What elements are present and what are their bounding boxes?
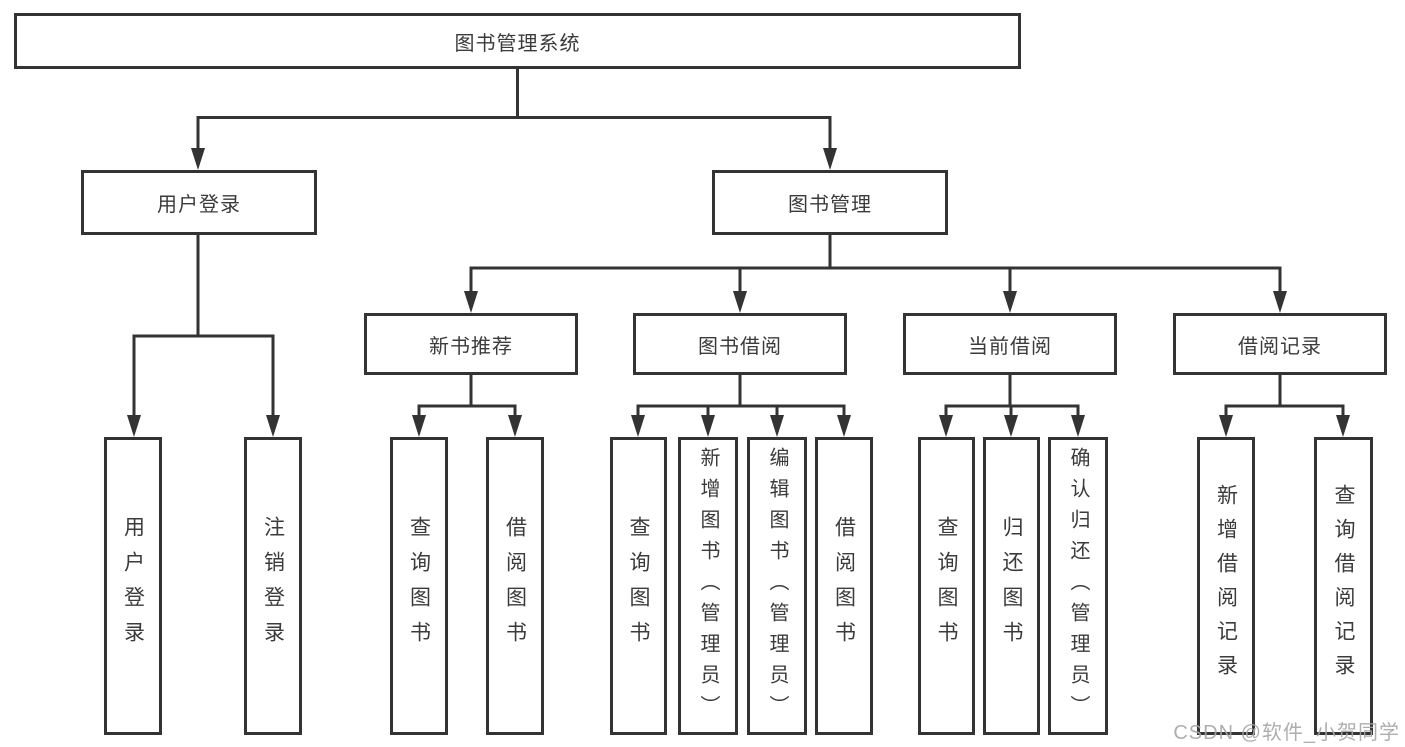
connector-book-borrow-to-leaves <box>636 375 846 417</box>
leaf-borrow-books-1: 借阅图书 <box>486 437 544 735</box>
arrowhead <box>823 148 837 170</box>
leaf-confirm-return-admin: 确认归还（管理员） <box>1048 437 1108 735</box>
leaf-add-books-admin-label: 新增图书（管理员） <box>697 446 719 726</box>
leaf-query-books-3-label: 查询图书 <box>935 516 958 656</box>
arrowhead <box>939 415 953 437</box>
node-book-management: 图书管理 <box>712 170 948 235</box>
node-borrowing-records-label: 借阅记录 <box>1238 335 1322 358</box>
watermark: CSDN @软件_小贺同学 <box>1173 722 1400 744</box>
arrowhead <box>191 148 205 170</box>
arrowhead <box>631 415 645 437</box>
arrowhead <box>1219 415 1233 437</box>
node-book-management-label: 图书管理 <box>788 194 872 216</box>
leaf-logout-label: 注销登录 <box>261 516 285 656</box>
arrowhead <box>266 415 280 437</box>
node-root: 图书管理系统 <box>14 13 1021 69</box>
connector-book-mgmt-to-level3 <box>469 235 1282 293</box>
leaf-query-books-1: 查询图书 <box>390 437 448 735</box>
node-borrowing-records: 借阅记录 <box>1173 313 1387 375</box>
node-current-borrowing-label: 当前借阅 <box>968 335 1052 358</box>
leaf-user-login: 用户登录 <box>104 437 162 735</box>
arrowhead <box>1071 415 1085 437</box>
leaf-return-books-label: 归还图书 <box>1000 516 1023 656</box>
leaf-add-borrow-record: 新增借阅记录 <box>1197 437 1255 735</box>
leaf-borrow-books-1-label: 借阅图书 <box>503 516 527 656</box>
arrowhead <box>127 415 141 437</box>
arrowhead <box>412 415 426 437</box>
node-book-borrowing: 图书借阅 <box>633 313 847 375</box>
connector-records-to-leaves <box>1224 375 1345 417</box>
leaf-query-borrow-record: 查询借阅记录 <box>1314 437 1373 735</box>
arrowhead <box>1004 415 1018 437</box>
leaf-query-books-3: 查询图书 <box>918 437 975 735</box>
leaf-add-books-admin: 新增图书（管理员） <box>678 437 738 735</box>
arrowhead <box>508 415 522 437</box>
connector-user-login-to-leaves <box>132 235 275 417</box>
connector-root-to-level2 <box>196 69 832 150</box>
node-user-login-label: 用户登录 <box>157 194 241 216</box>
leaf-user-login-label: 用户登录 <box>121 516 145 656</box>
connector-new-books-to-leaves <box>417 375 517 417</box>
leaf-borrow-books-2: 借阅图书 <box>815 437 873 735</box>
arrowhead <box>1003 291 1017 313</box>
leaf-query-books-2: 查询图书 <box>610 437 667 735</box>
leaf-logout: 注销登录 <box>244 437 302 735</box>
leaf-add-borrow-record-label: 新增借阅记录 <box>1214 484 1238 688</box>
leaf-query-books-2-label: 查询图书 <box>627 516 650 656</box>
arrowhead <box>464 291 478 313</box>
node-root-label: 图书管理系统 <box>454 32 581 55</box>
node-new-book-recommend-label: 新书推荐 <box>429 335 513 358</box>
arrowhead <box>733 291 747 313</box>
leaf-query-borrow-record-label: 查询借阅记录 <box>1332 484 1355 688</box>
leaf-borrow-books-2-label: 借阅图书 <box>832 516 856 656</box>
node-user-login: 用户登录 <box>81 170 317 235</box>
arrowhead <box>701 415 715 437</box>
leaf-edit-books-admin: 编辑图书（管理员） <box>747 437 807 735</box>
leaf-return-books: 归还图书 <box>983 437 1040 735</box>
node-book-borrowing-label: 图书借阅 <box>698 335 782 358</box>
leaf-edit-books-admin-label: 编辑图书（管理员） <box>766 446 788 726</box>
arrowhead <box>1273 291 1287 313</box>
connector-current-borrow-to-leaves <box>944 375 1080 417</box>
arrowhead <box>837 415 851 437</box>
arrowhead <box>1336 415 1350 437</box>
node-current-borrowing: 当前借阅 <box>903 313 1117 375</box>
arrowhead <box>770 415 784 437</box>
node-new-book-recommend: 新书推荐 <box>364 313 578 375</box>
leaf-query-books-1-label: 查询图书 <box>407 516 431 656</box>
leaf-confirm-return-admin-label: 确认归还（管理员） <box>1067 446 1089 726</box>
